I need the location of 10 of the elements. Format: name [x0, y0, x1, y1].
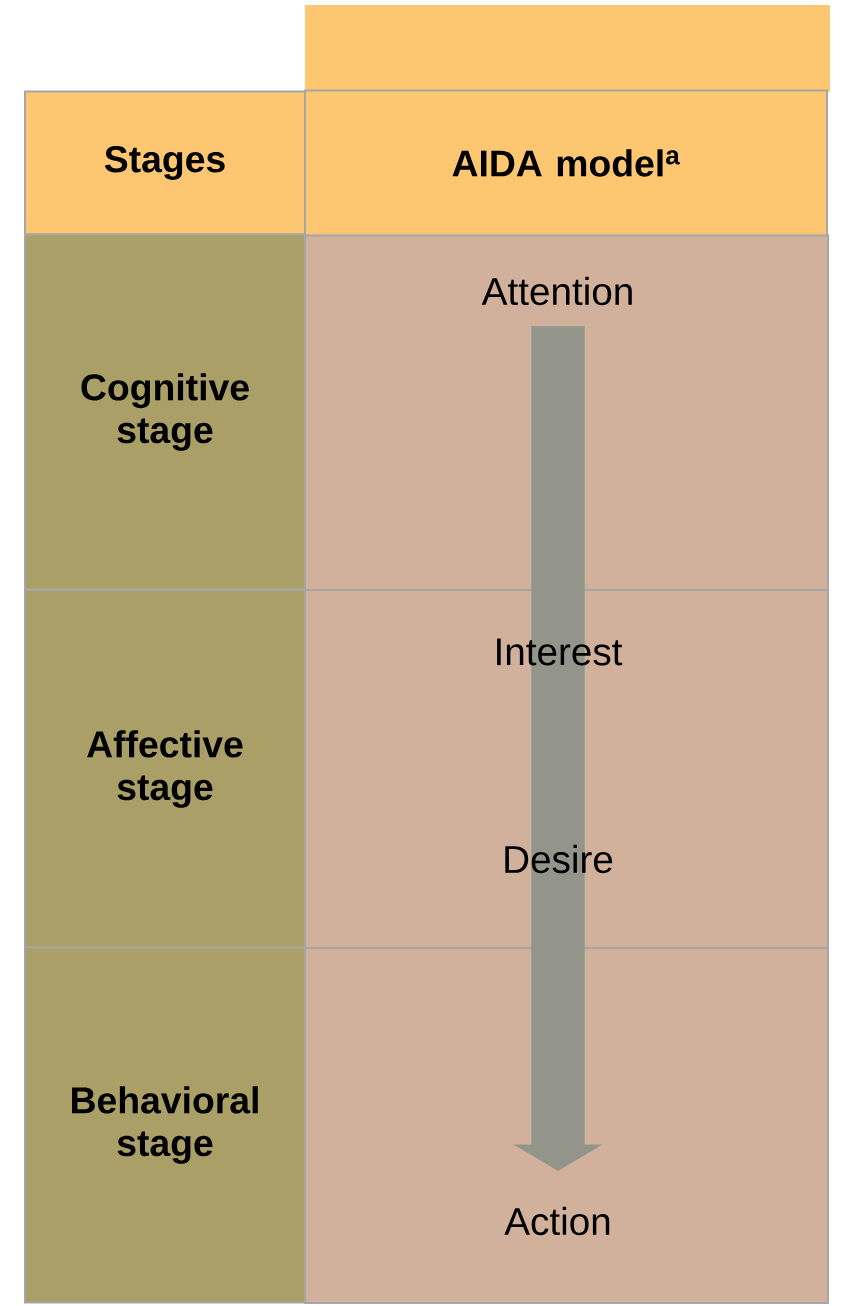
step-label: Desire [505, 844, 613, 874]
stage-cell: Behavioral stage [24, 946, 306, 1304]
stage-cell: Affective stage [24, 589, 306, 949]
step-label: Attention [481, 276, 632, 306]
block-arrow [513, 326, 603, 1171]
header-cell: Stages [24, 90, 306, 236]
stage-cell: Cognitive stage [24, 233, 306, 591]
step-label: Action [504, 1206, 610, 1236]
step-label: Interest [497, 638, 623, 666]
header-cell: AIDA model$^{a}$ [304, 89, 828, 237]
